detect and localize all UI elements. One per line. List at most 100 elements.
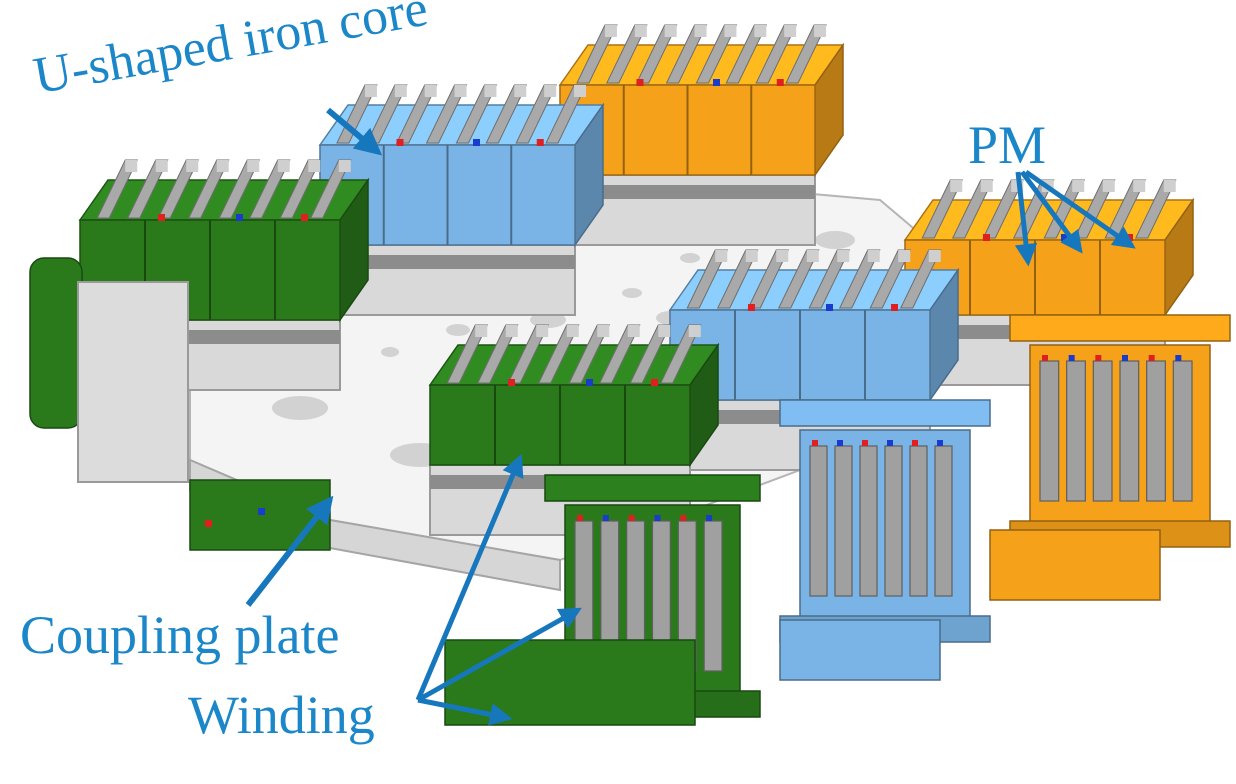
pm-marker	[1068, 355, 1075, 361]
core-tooth-top	[688, 325, 701, 337]
label-pm: PM	[968, 115, 1047, 175]
module-side-blue	[779, 399, 991, 643]
iron-core-band	[320, 255, 575, 269]
arrow-coupling-plate	[245, 495, 334, 607]
pm-marker	[654, 515, 661, 521]
pm-marker	[577, 515, 583, 521]
core-tooth-top	[505, 325, 518, 337]
core-tooth-top	[536, 325, 549, 337]
winding-bottom	[779, 619, 941, 681]
pm-marker	[887, 440, 893, 446]
pm-marker	[812, 440, 818, 446]
plate-hole	[446, 324, 470, 336]
pm-marker	[862, 440, 868, 446]
core-tooth-top	[627, 325, 640, 337]
core-tooth-top	[658, 325, 671, 337]
pm-marker	[301, 214, 308, 221]
core-tooth-top	[715, 250, 728, 262]
core-tooth-top	[1072, 180, 1085, 192]
core-tooth-top	[364, 85, 377, 97]
pm-marker	[776, 79, 784, 86]
core-tooth	[834, 445, 853, 597]
module-front-green	[428, 324, 720, 536]
core-tooth-top	[597, 325, 610, 337]
pm-marker	[473, 139, 480, 146]
arrow-winding-2	[416, 607, 582, 703]
core-tooth-top	[980, 180, 993, 192]
winding-cap	[544, 474, 761, 502]
core-tooth-top	[394, 85, 407, 97]
pm-marker	[602, 515, 609, 521]
arrow-pm-3	[1024, 169, 1136, 249]
core-tooth-top	[814, 25, 827, 37]
pm-marker	[748, 304, 755, 311]
core-tooth-top	[125, 160, 138, 172]
pm-marker	[636, 79, 644, 86]
plate-hole	[680, 253, 700, 263]
core-tooth	[1119, 360, 1140, 502]
plate-hole	[622, 288, 642, 298]
core-tooth-top	[574, 85, 587, 97]
core-tooth-top	[754, 25, 767, 37]
winding-cap	[1009, 314, 1231, 342]
core-tooth	[809, 445, 828, 597]
pm-marker	[1042, 355, 1048, 361]
core-tooth-top	[928, 250, 941, 262]
plate-hole	[272, 396, 328, 420]
core-tooth-top	[694, 25, 707, 37]
pm-marker	[1175, 355, 1182, 361]
core-tooth	[1039, 360, 1060, 502]
core-tooth-top	[837, 250, 850, 262]
pm-marker	[1095, 355, 1102, 361]
core-tooth-top	[475, 325, 488, 337]
arrow-winding-3	[417, 697, 513, 726]
pm-marker	[826, 304, 833, 311]
arrow-pm-2	[1019, 170, 1083, 254]
plate-hole	[381, 347, 399, 357]
core-tooth-top	[664, 25, 677, 37]
core-tooth	[703, 520, 723, 672]
pm-marker	[706, 515, 713, 521]
iron-core-band	[560, 185, 815, 199]
winding-bottom	[444, 639, 696, 726]
pm-marker	[158, 214, 165, 221]
pm-marker	[1148, 355, 1155, 361]
core-tooth-top	[277, 160, 290, 172]
core-tooth-top	[950, 180, 963, 192]
core-tooth-top	[1102, 180, 1115, 192]
pm-marker	[983, 234, 990, 241]
core-tooth-top	[216, 160, 229, 172]
core-tooth-top	[1163, 180, 1176, 192]
module-side-orange	[1009, 314, 1231, 548]
core-tooth-top	[867, 250, 880, 262]
core-tooth-top	[784, 25, 797, 37]
pm-marker	[586, 379, 593, 386]
pm-marker	[508, 379, 515, 386]
core-tooth	[859, 445, 878, 597]
module-left-green-side	[29, 257, 331, 551]
arrow-winding-1	[415, 453, 524, 701]
pm-marker	[713, 79, 720, 86]
pm-marker	[628, 515, 635, 521]
pm-marker	[1122, 355, 1128, 361]
core-tooth-top	[338, 160, 351, 172]
core-tooth-top	[186, 160, 199, 172]
core-tooth-top	[634, 25, 647, 37]
core-tooth-top	[484, 85, 497, 97]
annotation-arrows	[245, 107, 1136, 726]
pm-marker	[912, 440, 918, 446]
label-coupling-plate: Coupling plate	[20, 605, 340, 665]
pm-marker	[891, 304, 898, 311]
plate-hole	[815, 231, 855, 249]
pm-marker	[536, 139, 544, 146]
core-tooth-top	[806, 250, 819, 262]
core-tooth-top	[514, 85, 527, 97]
module-left-green	[78, 159, 370, 391]
core-tooth	[934, 445, 953, 597]
core-tooth-top	[308, 160, 321, 172]
core-tooth	[1172, 360, 1193, 502]
pm-marker	[651, 379, 658, 386]
core-tooth-top	[604, 25, 617, 37]
core-tooth	[1146, 360, 1166, 502]
